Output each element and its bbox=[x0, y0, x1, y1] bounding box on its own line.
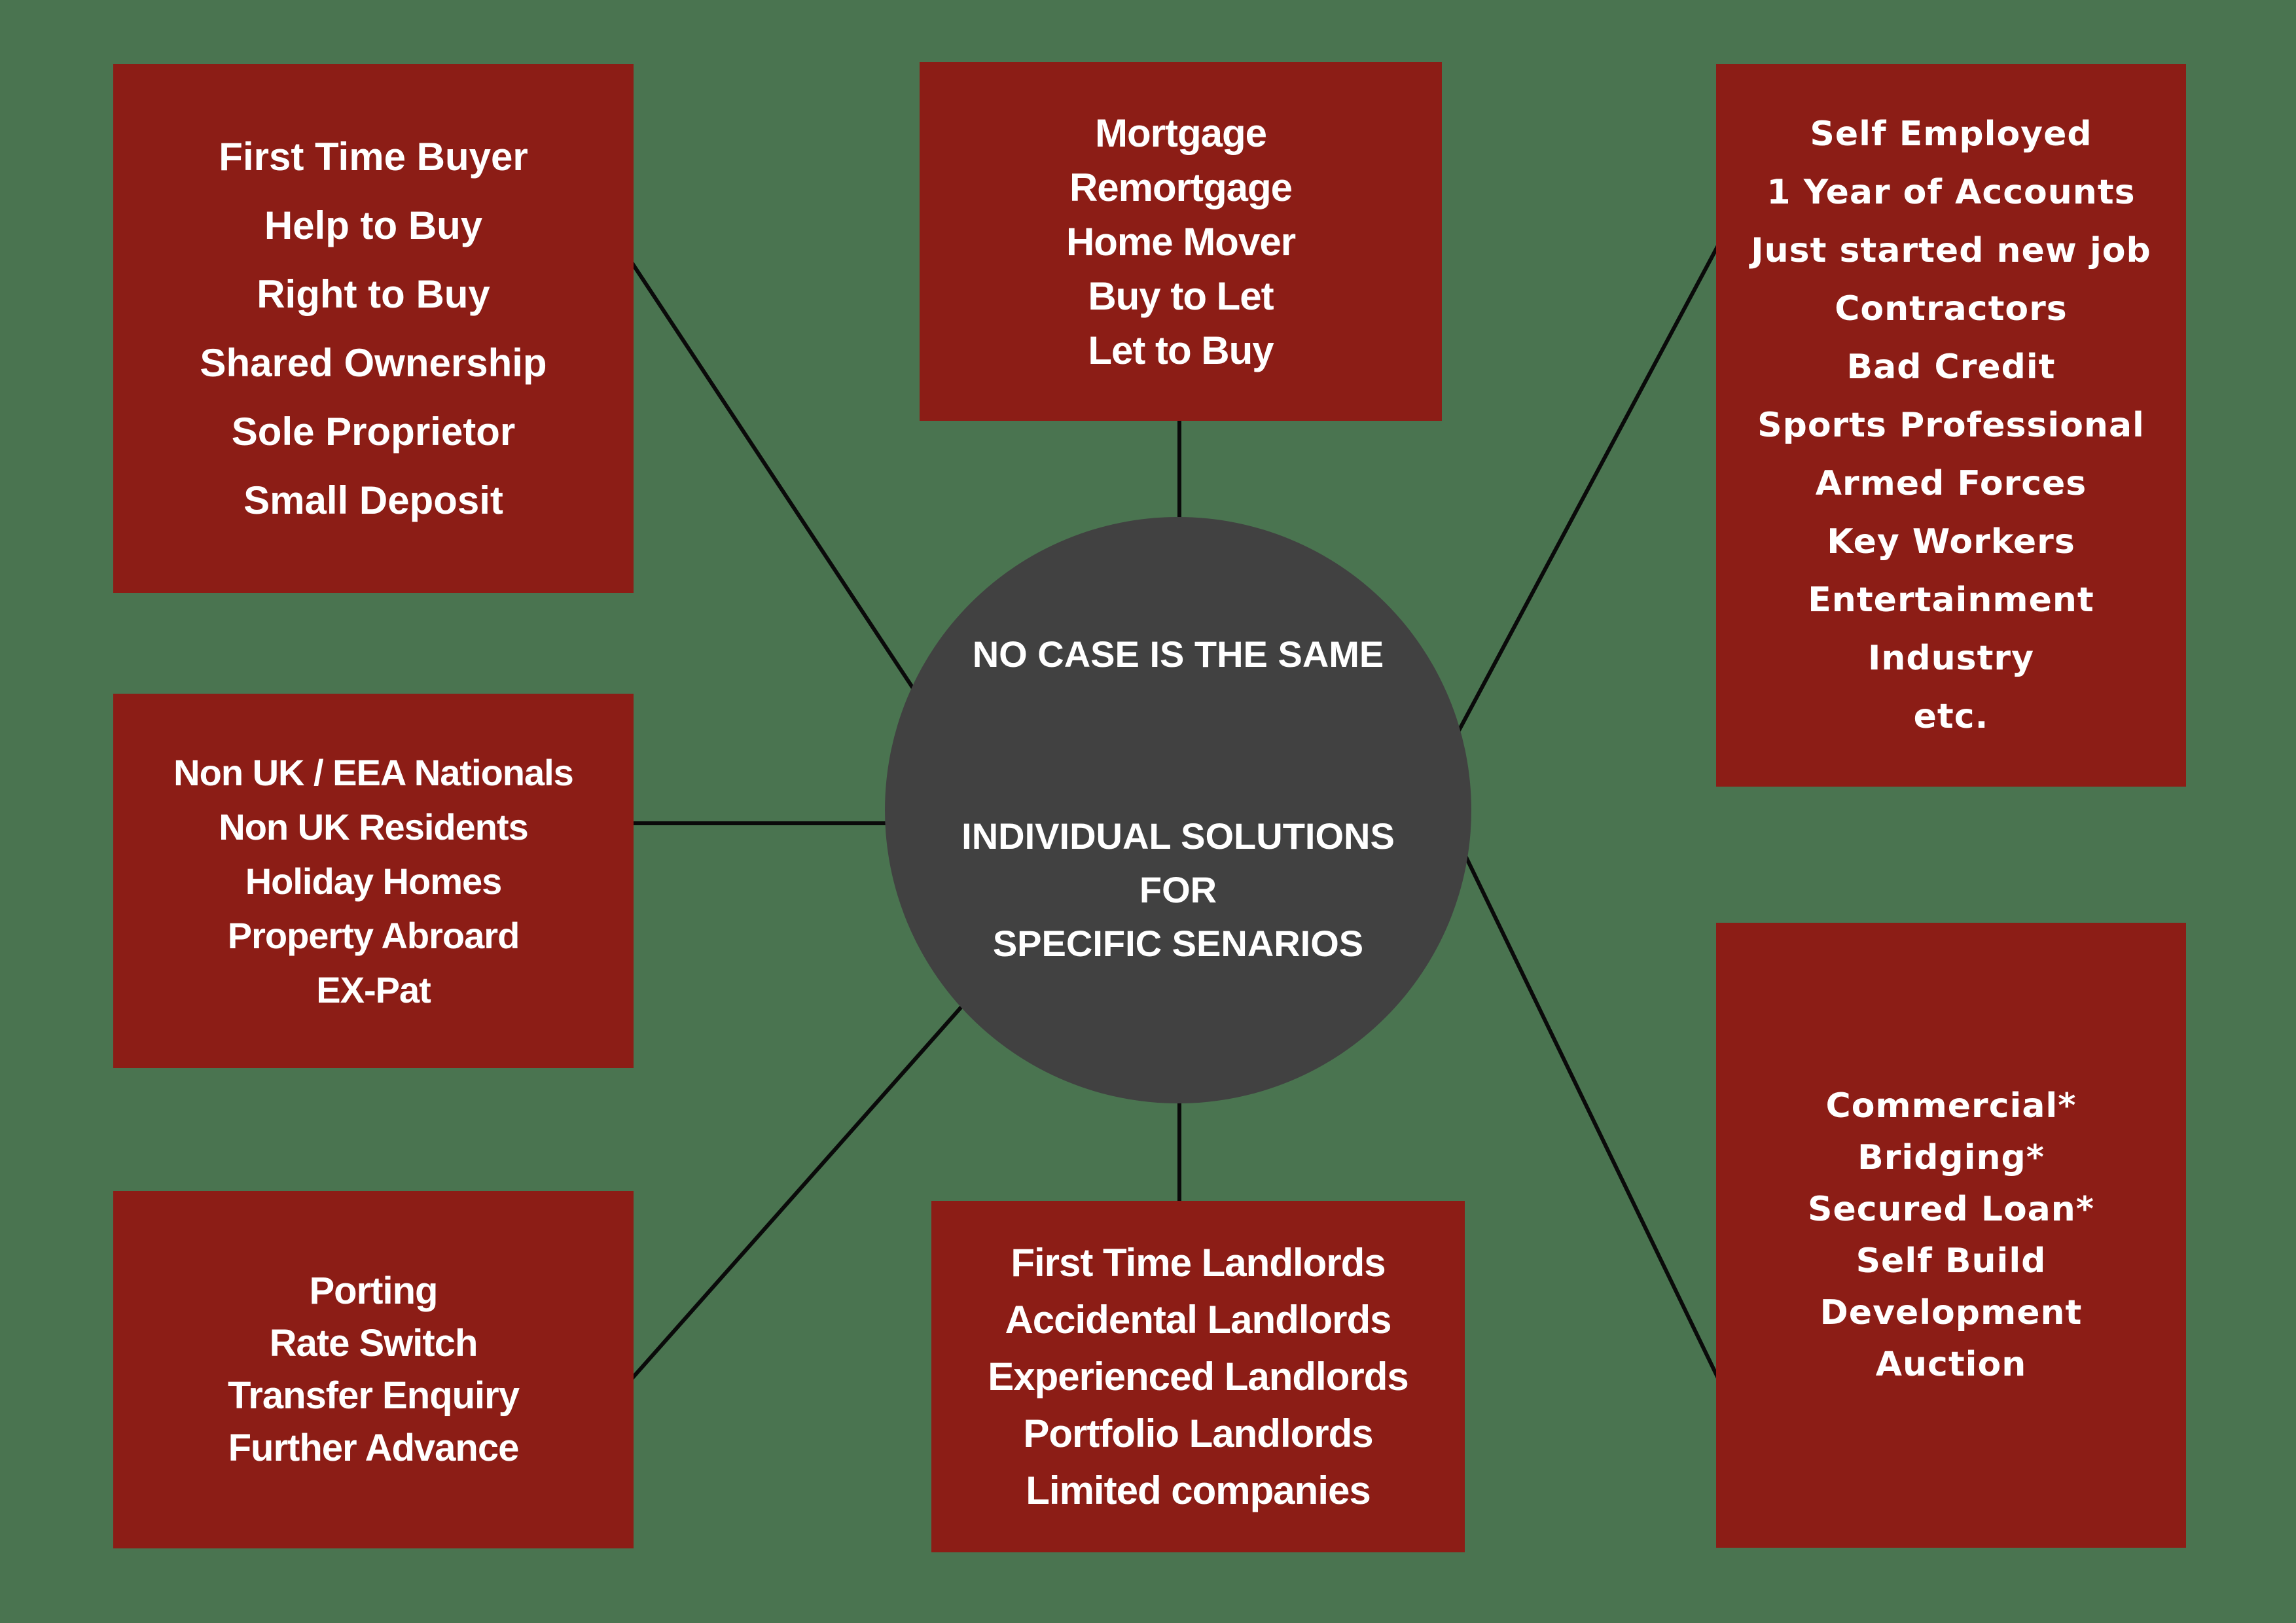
center-circle: NO CASE IS THE SAME INDIVIDUAL SOLUTIONS F… bbox=[885, 517, 1471, 1103]
text-line: Porting bbox=[309, 1270, 439, 1312]
text-line: SPECIFIC SENARIOS bbox=[992, 923, 1364, 964]
text-line: Shared Ownership bbox=[200, 341, 547, 385]
text-line: Self Employed bbox=[1810, 114, 2092, 154]
text-line: Armed Forces bbox=[1815, 463, 2087, 503]
text-line: Non UK Residents bbox=[219, 806, 528, 847]
text-line: INDIVIDUAL SOLUTIONS bbox=[961, 815, 1395, 857]
text-line: Bridging* bbox=[1857, 1137, 2045, 1177]
text-line: Auction bbox=[1875, 1344, 2027, 1384]
connector-bottom-right bbox=[1420, 764, 1730, 1400]
text-line: Development bbox=[1820, 1293, 2083, 1332]
text-line: Portfolio Landlords bbox=[1023, 1412, 1373, 1455]
text-line: Industry bbox=[1868, 638, 2034, 678]
text-line: Commercial* bbox=[1825, 1086, 2077, 1126]
text-line: Remortgage bbox=[1069, 165, 1293, 209]
text-line: NO CASE IS THE SAME bbox=[972, 633, 1384, 675]
text-line: Key Workers bbox=[1827, 522, 2075, 562]
text-line: Buy to Let bbox=[1088, 274, 1274, 318]
text-line: Non UK / EEA Nationals bbox=[173, 751, 574, 793]
text-line: etc. bbox=[1913, 696, 1989, 736]
text-line: EX-Pat bbox=[316, 969, 431, 1010]
text-line: Accidental Landlords bbox=[1005, 1298, 1391, 1342]
box-specialist-finance: Commercial* Bridging* Secured Loan* Self Bu… bbox=[1716, 923, 2186, 1548]
text-line: First Time Landlords bbox=[1011, 1241, 1386, 1285]
text-line: Mortgage bbox=[1095, 111, 1267, 155]
text-line: Further Advance bbox=[228, 1427, 520, 1469]
text-line: Home Mover bbox=[1066, 219, 1296, 264]
text-line: Self Build bbox=[1856, 1241, 2047, 1281]
text-line: Bad Credit bbox=[1846, 347, 2056, 387]
text-line: Secured Loan* bbox=[1808, 1189, 2094, 1229]
text-line: Property Abroard bbox=[227, 914, 520, 956]
text-line: Entertainment bbox=[1808, 580, 2094, 620]
text-line: Limited companies bbox=[1026, 1469, 1371, 1512]
text-line: Rate Switch bbox=[269, 1322, 478, 1364]
text-line: FOR bbox=[1139, 869, 1217, 910]
text-line: Let to Buy bbox=[1088, 328, 1274, 372]
text-line: First Time Buyer bbox=[219, 135, 528, 179]
text-line: Contractors bbox=[1835, 289, 2068, 329]
text-line: Holiday Homes bbox=[245, 860, 503, 902]
text-line: Help to Buy bbox=[264, 204, 483, 247]
text-line: Small Deposit bbox=[243, 478, 503, 522]
text-line: Right to Buy bbox=[257, 272, 490, 316]
text-line: Transfer Enquiry bbox=[228, 1374, 520, 1417]
text-line: Sports Professional bbox=[1757, 405, 2145, 445]
connector-top-right bbox=[1420, 226, 1730, 802]
text-line: Experienced Landlords bbox=[988, 1355, 1409, 1399]
text-line: Sole Proprietor bbox=[231, 410, 516, 454]
text-line: Just started new job bbox=[1751, 230, 2151, 270]
text-line: 1 Year of Accounts bbox=[1767, 172, 2136, 212]
